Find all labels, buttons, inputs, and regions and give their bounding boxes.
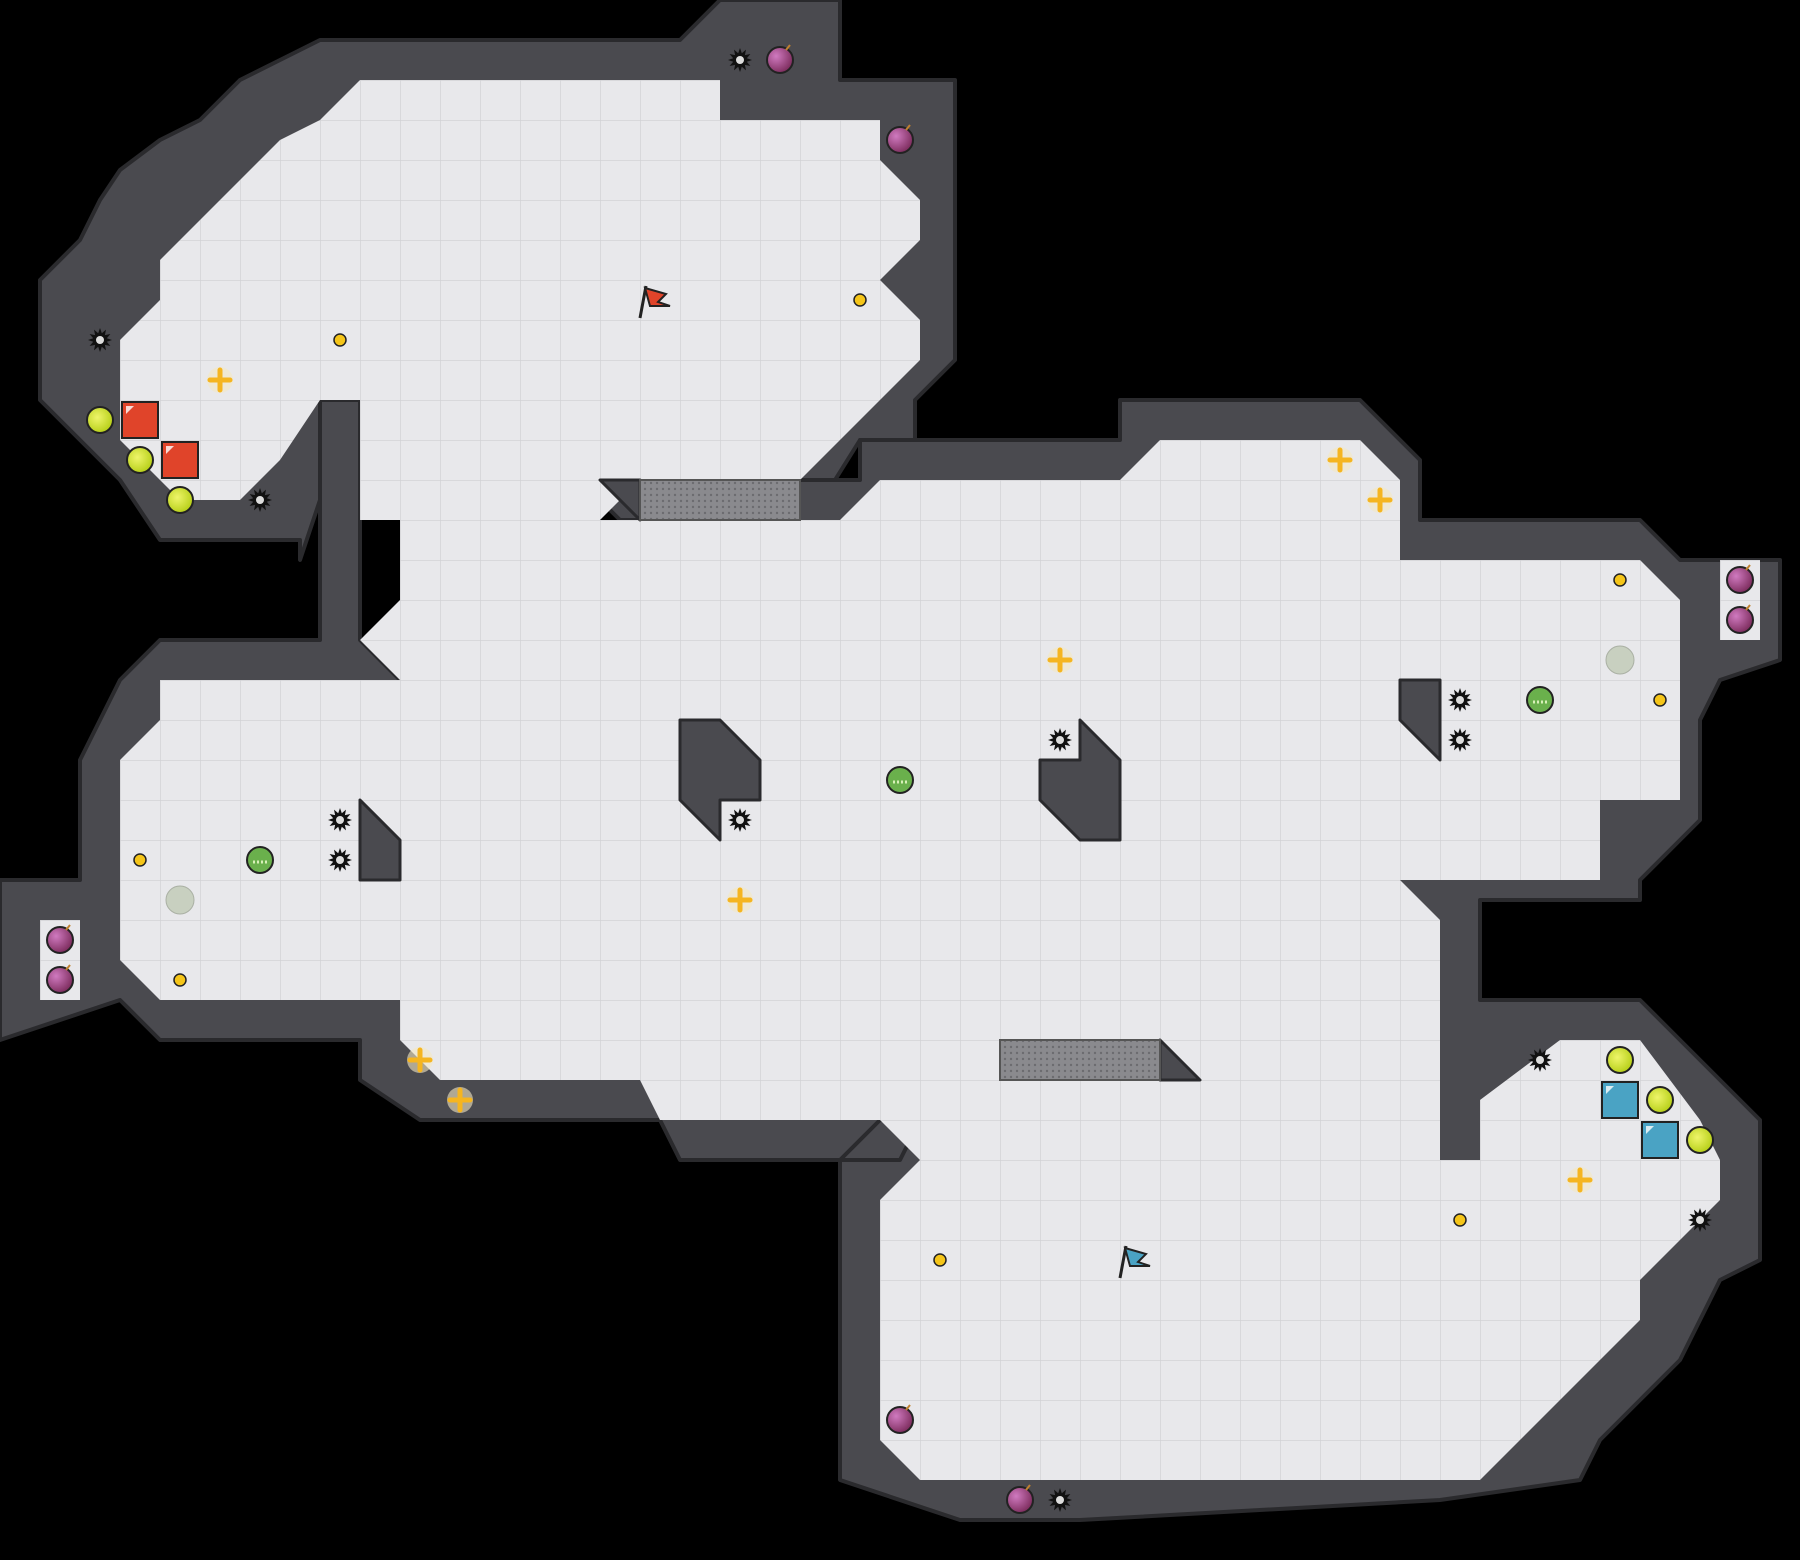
boost-icon [1367, 487, 1393, 513]
boost-icon [727, 887, 753, 913]
bomb-icon [886, 124, 914, 154]
bomb-icon [46, 964, 74, 994]
bomb-icon [1726, 564, 1754, 594]
tile-shine [166, 446, 174, 454]
red-endzone-tile [121, 401, 159, 439]
boost-icon [447, 1087, 473, 1113]
blue-flag-icon [1118, 1245, 1151, 1279]
powerup-icon [1453, 1213, 1467, 1227]
spike-icon [328, 848, 352, 872]
spawn-icon [165, 885, 195, 915]
bomb-icon [766, 44, 794, 74]
obstacle-center-right [1038, 718, 1122, 842]
spawn-icon [1605, 645, 1635, 675]
spike-icon [728, 48, 752, 72]
spike-icon [328, 808, 352, 832]
powerup-icon [333, 333, 347, 347]
powerup-icon [1653, 693, 1667, 707]
powerup-icon [853, 293, 867, 307]
boost-icon [207, 367, 233, 393]
powerup-icon [1613, 573, 1627, 587]
gate-layer [639, 479, 1161, 1081]
spike-icon [1448, 688, 1472, 712]
bomb-icon [46, 924, 74, 954]
tile-shine [1606, 1086, 1614, 1094]
spike-icon [1048, 728, 1072, 752]
blue-endzone-tile [1601, 1081, 1639, 1119]
button-icon [886, 766, 914, 794]
spike-icon [248, 488, 272, 512]
spike-icon [1048, 1488, 1072, 1512]
bomb-icon [1006, 1484, 1034, 1514]
neutral-powerup-icon [126, 446, 154, 474]
neutral-powerup-icon [166, 486, 194, 514]
spike-icon [728, 808, 752, 832]
red-endzone-tile [161, 441, 199, 479]
boost-icon [407, 1047, 433, 1073]
button-icon [246, 846, 274, 874]
tile-shine [1646, 1126, 1654, 1134]
boost-icon [1327, 447, 1353, 473]
floor-north-room [120, 80, 920, 520]
powerup-icon [173, 973, 187, 987]
tile-shine [126, 406, 134, 414]
powerup-icon [133, 853, 147, 867]
spike-icon [1688, 1208, 1712, 1232]
obstacle-east [1398, 678, 1442, 762]
spike-icon [1528, 1048, 1552, 1072]
red-flag-icon [638, 285, 671, 319]
neutral-powerup-icon [1686, 1126, 1714, 1154]
obstacle-west [358, 798, 402, 882]
neutral-powerup-icon [1606, 1046, 1634, 1074]
spike-icon [88, 328, 112, 352]
neutral-powerup-icon [86, 406, 114, 434]
bomb-icon [1726, 604, 1754, 634]
obstacle-layer [358, 478, 1442, 1082]
button-icon [1526, 686, 1554, 714]
gate-icon [999, 1039, 1161, 1081]
neutral-powerup-icon [1646, 1086, 1674, 1114]
item-layer [46, 44, 1754, 1514]
gate-icon [639, 479, 801, 521]
obstacle-center-left [678, 718, 762, 842]
boost-icon [1047, 647, 1073, 673]
floor-center-room [120, 440, 1720, 1480]
boost-icon [1567, 1167, 1593, 1193]
bomb-icon [886, 1404, 914, 1434]
powerup-icon [933, 1253, 947, 1267]
spike-icon [1448, 728, 1472, 752]
